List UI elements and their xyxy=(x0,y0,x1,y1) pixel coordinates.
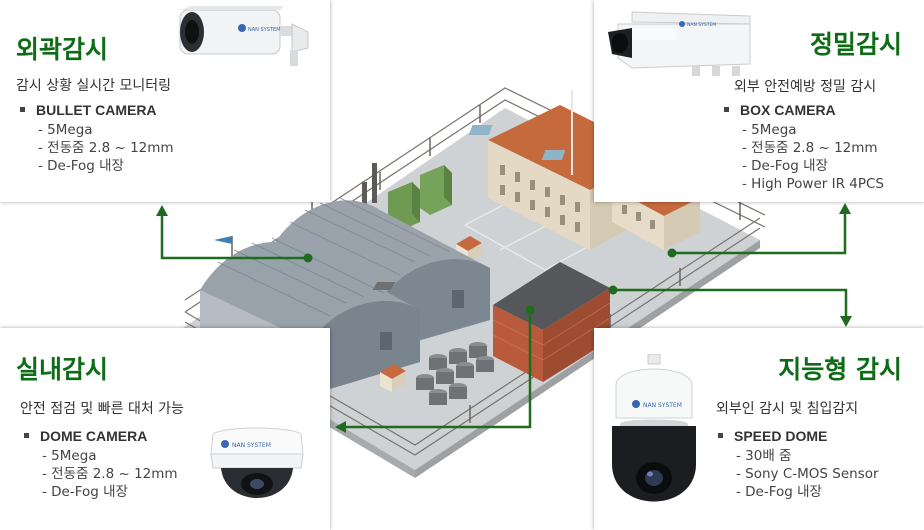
bullet-camera-icon: NAN SYSTEM xyxy=(179,6,309,66)
marker-control-building xyxy=(525,305,535,315)
dome-camera-icon: NAN SYSTEM xyxy=(210,427,304,498)
panel-perimeter-subtitle: 감시 상황 실시간 모니터링 xyxy=(16,78,172,94)
barrel-stack xyxy=(416,342,494,405)
panel-indoor-title: 실내감시 xyxy=(16,355,109,384)
spec-item: - Sony C-MOS Sensor xyxy=(736,466,879,482)
bullet-icon xyxy=(724,106,729,112)
panel-precision-subtitle: 외부 안전예방 정밀 감시 xyxy=(734,79,877,95)
connector-intelligent xyxy=(613,288,848,320)
marker-secondary-building xyxy=(667,248,677,258)
panel-indoor-product: DOME CAMERA xyxy=(24,428,147,444)
connector-perimeter xyxy=(160,214,308,260)
panel-intelligent: 지능형 감시 외부인 감시 및 침입감지 SPEED DOME - 30배 줌 … xyxy=(594,328,924,530)
bullet-icon xyxy=(718,432,723,438)
connector-indoor xyxy=(344,310,532,429)
panel-intelligent-title: 지능형 감시 xyxy=(778,355,902,384)
panel-perimeter-product: BULLET CAMERA xyxy=(20,102,157,118)
panel-perimeter-specs: - 5Mega - 전동줌 2.8 ~ 12mm - De-Fog 내장 xyxy=(38,121,174,175)
connector-lines xyxy=(160,212,848,429)
arrow-indoor xyxy=(335,421,346,433)
panel-intelligent-product: SPEED DOME xyxy=(718,428,827,444)
spec-item: - 전동줌 2.8 ~ 12mm xyxy=(42,466,178,482)
panel-precision-product: BOX CAMERA xyxy=(724,102,836,118)
bullet-icon xyxy=(20,106,25,112)
panel-indoor: 실내감시 안전 점검 및 빠른 대처 가능 DOME CAMERA - 5Meg… xyxy=(0,328,330,530)
spec-item: - De-Fog 내장 xyxy=(38,158,124,174)
spec-item: - 전동줌 2.8 ~ 12mm xyxy=(742,140,878,156)
spec-item: - 5Mega xyxy=(38,122,93,138)
spec-item: - De-Fog 내장 xyxy=(742,158,828,174)
spec-item: - 5Mega xyxy=(742,122,797,138)
spec-item: - High Power IR 4PCS xyxy=(742,176,884,192)
panel-precision-specs: - 5Mega - 전동줌 2.8 ~ 12mm - De-Fog 내장 - H… xyxy=(742,121,884,193)
bullet-camera-brand: NAN SYSTEM xyxy=(248,27,280,33)
panel-precision: 정밀감시 외부 안전예방 정밀 감시 BOX CAMERA - 5Mega - … xyxy=(594,0,924,202)
spec-item: - 5Mega xyxy=(42,448,97,464)
panel-indoor-subtitle: 안전 점검 및 빠른 대처 가능 xyxy=(20,401,184,417)
panel-intelligent-subtitle: 외부인 감시 및 침입감지 xyxy=(716,401,859,417)
panel-perimeter: 외곽감시 감시 상황 실시간 모니터링 BULLET CAMERA - 5Meg… xyxy=(0,0,330,202)
speed-dome-brand: NAN SYSTEM xyxy=(643,402,682,409)
panel-indoor-specs: - 5Mega - 전동줌 2.8 ~ 12mm - De-Fog 내장 xyxy=(42,447,178,501)
arrow-precision xyxy=(839,203,851,214)
arrow-perimeter xyxy=(156,205,168,216)
marker-hangar xyxy=(303,253,313,263)
marker-main-building xyxy=(608,285,618,295)
bullet-icon xyxy=(24,432,29,438)
panel-intelligent-specs: - 30배 줌 - Sony C-MOS Sensor - De-Fog 내장 xyxy=(736,447,879,501)
spec-item: - De-Fog 내장 xyxy=(736,484,822,500)
box-camera-brand: NAN SYSTEM xyxy=(687,22,716,28)
dome-camera-brand: NAN SYSTEM xyxy=(232,442,271,449)
arrow-intelligent xyxy=(840,316,852,327)
panel-precision-title: 정밀감시 xyxy=(809,30,902,59)
panel-perimeter-title: 외곽감시 xyxy=(16,35,109,64)
connector-precision xyxy=(672,212,847,255)
spec-item: - 전동줌 2.8 ~ 12mm xyxy=(38,140,174,156)
spec-item: - 30배 줌 xyxy=(736,448,792,464)
speed-dome-icon: NAN SYSTEM xyxy=(612,354,696,502)
box-camera-icon: NAN SYSTEM xyxy=(608,11,751,76)
spec-item: - De-Fog 내장 xyxy=(42,484,128,500)
